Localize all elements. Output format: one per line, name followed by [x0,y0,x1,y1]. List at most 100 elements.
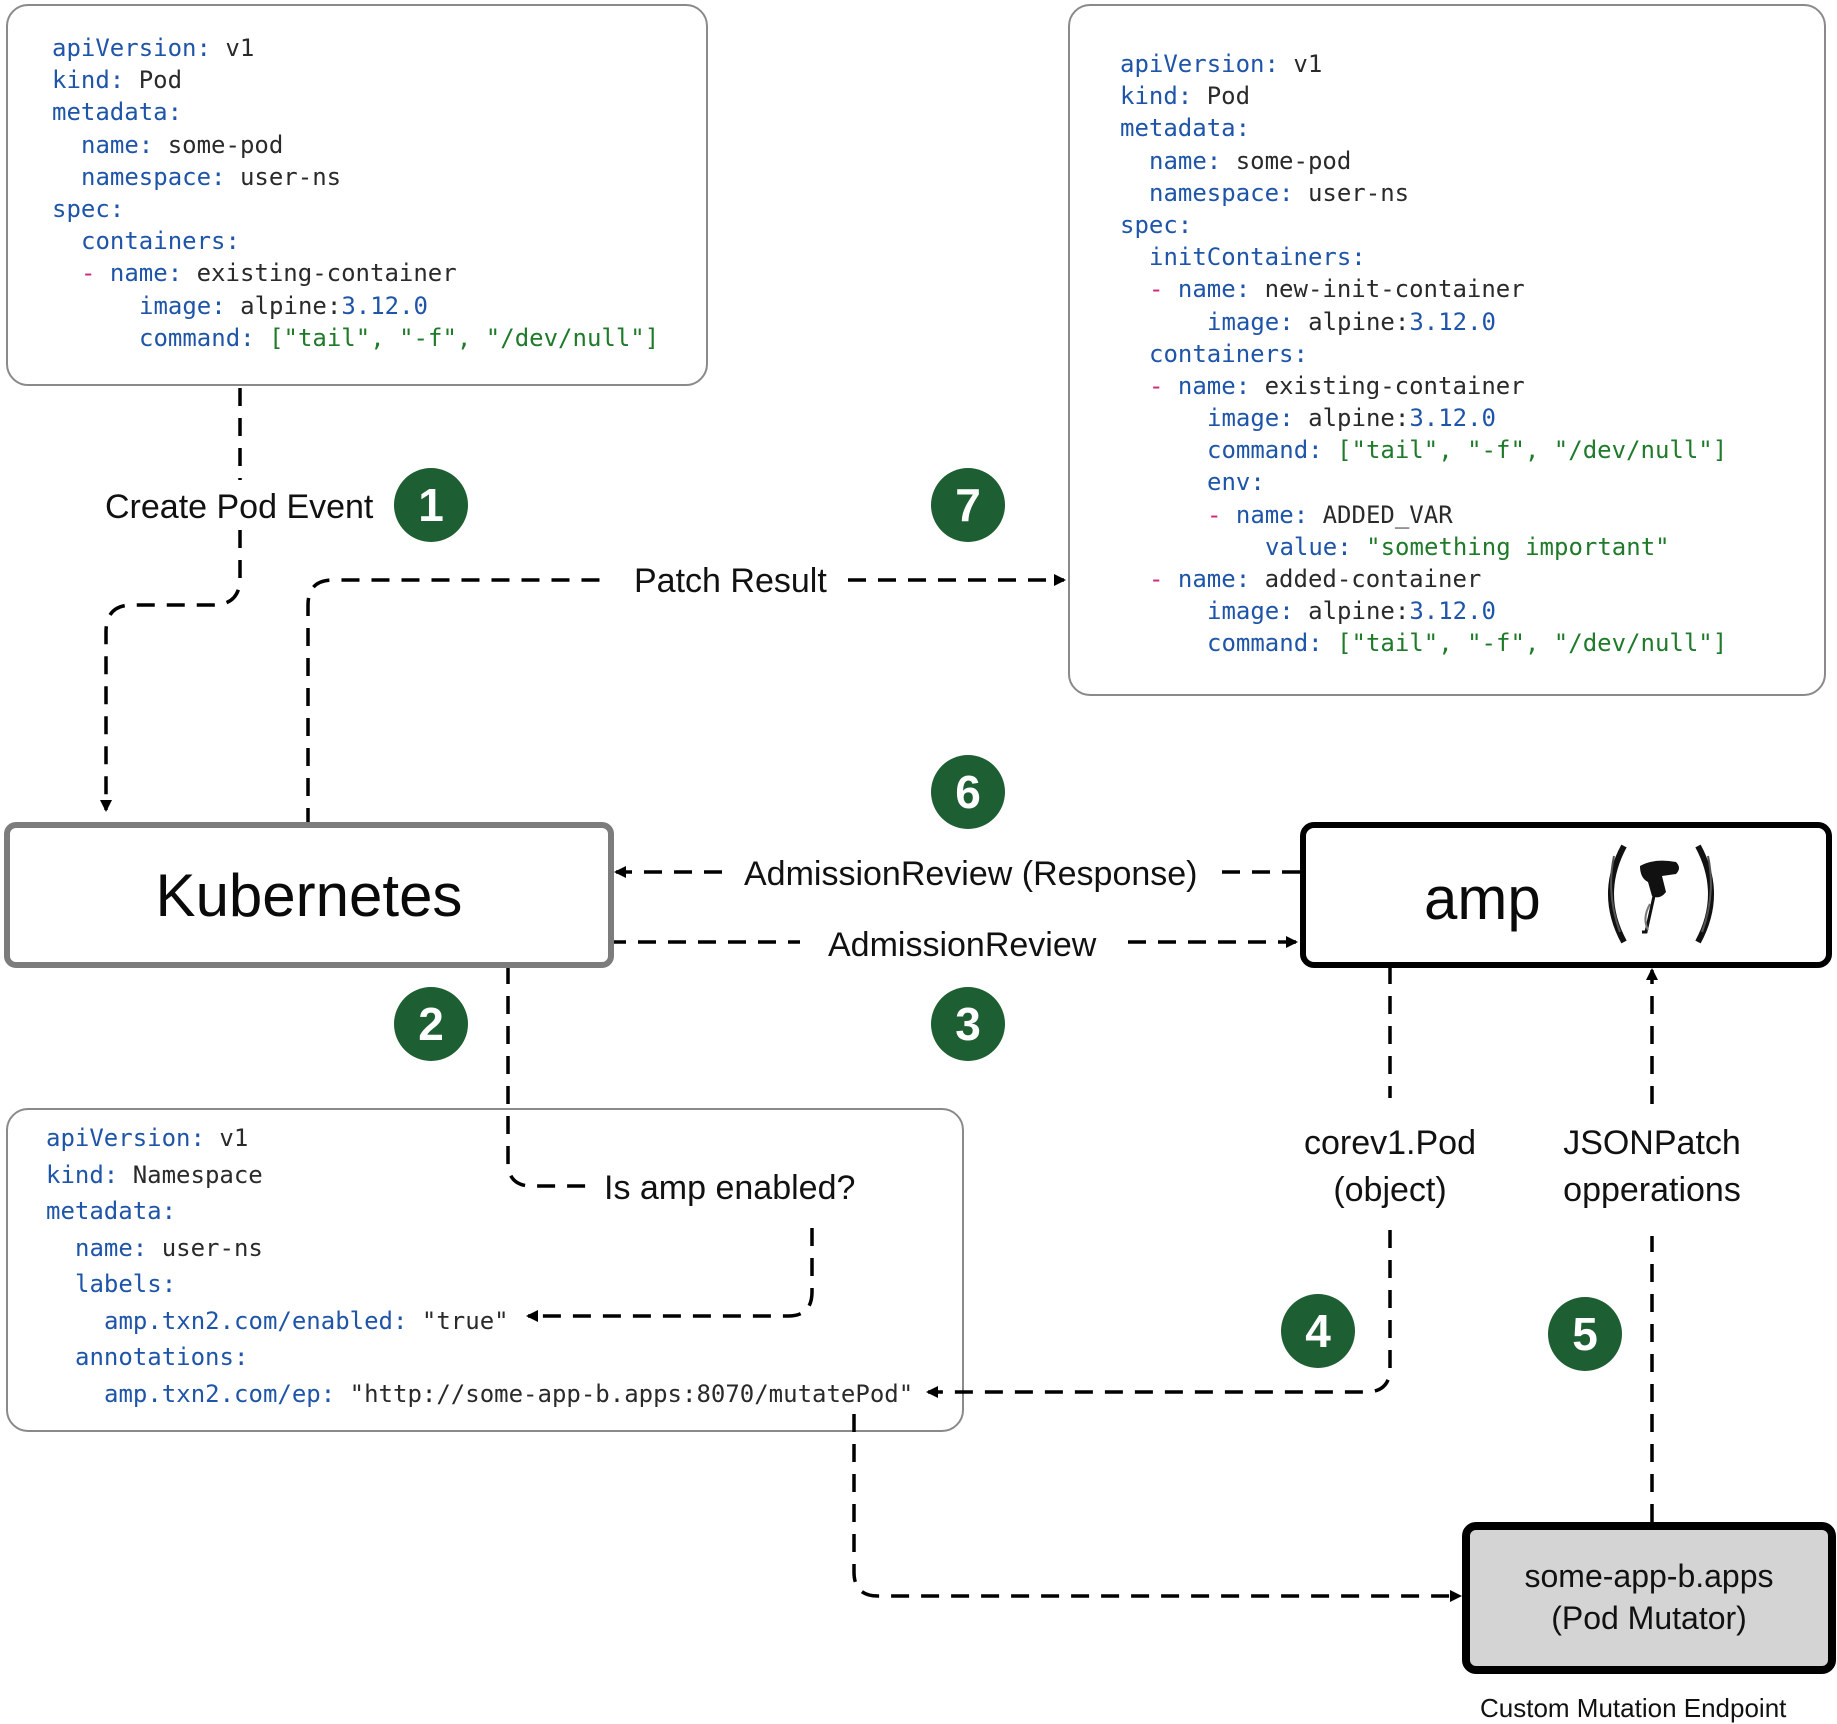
yaml-value: ["tail", "-f", "/dev/null"] [1337,436,1728,465]
admission-review-label: AdmissionReview [828,926,1097,964]
pod-object-label-line1: corev1.Pod [1304,1124,1476,1162]
patch-result-label: Patch Result [634,562,827,600]
yaml-key: apiVersion [52,34,197,62]
yaml-line: kind: Pod [52,66,183,95]
yaml-value: alpine: [1308,404,1410,433]
yaml-line: image: alpine:3.12.0 [1207,404,1497,433]
yaml-line: apiVersion: v1 [1120,50,1323,78]
yaml-key: annotations [75,1343,234,1371]
yaml-line: value: "something important" [1265,532,1670,561]
yaml-key: amp.txn2.com/ep [104,1379,321,1408]
yaml-key: env [1207,468,1251,497]
amp-logo-icon [1608,844,1714,944]
patched-pod-yaml-card [1068,4,1826,696]
yaml-key: name [1177,565,1236,593]
yaml-line: image: alpine:3.12.0 [139,291,429,320]
yaml-key: image [1207,404,1280,433]
yaml-value: Pod [138,66,183,95]
jsonpatch-label-line2: opperations [1563,1171,1741,1209]
label-check-arrow [526,1228,814,1322]
amp-node: amp [1300,822,1832,968]
yaml-value: ["tail", "-f", "/dev/null"] [269,323,660,352]
yaml-line: command: ["tail", "-f", "/dev/null"] [1207,629,1728,658]
yaml-line: - name: added-container [1149,565,1482,593]
yaml-key: command [139,323,241,352]
yaml-key: metadata [46,1197,162,1225]
yaml-line: command: ["tail", "-f", "/dev/null"] [1207,436,1728,465]
yaml-value: existing-container [196,259,457,288]
yaml-line: initContainers: [1149,243,1381,272]
yaml-line: image: alpine:3.12.0 [1207,597,1497,626]
yaml-value: v1 [225,34,255,62]
pod-object-label-line2: (object) [1333,1171,1447,1209]
yaml-value: ["tail", "-f", "/dev/null"] [1337,629,1728,658]
yaml-line: spec: [52,194,139,223]
original-pod-yaml-card [6,4,708,386]
yaml-line: env: [1207,468,1280,497]
yaml-list-dash: - [1207,500,1236,529]
yaml-value: user-ns [239,162,342,191]
yaml-line: - name: existing-container [1149,371,1525,400]
yaml-number: 3.12.0 [341,291,429,320]
admission-response-label: AdmissionReview (Response) [744,855,1198,893]
yaml-value: existing-container [1264,371,1525,400]
yaml-line: namespace: user-ns [1149,178,1410,207]
yaml-key: image [1207,307,1280,336]
yaml-line: containers: [81,227,255,256]
yaml-line: - name: ADDED_VAR [1207,500,1453,529]
yaml-key: metadata [52,98,168,127]
yaml-value: v1 [219,1124,249,1152]
yaml-key: spec [52,194,110,223]
yaml-key: name [81,130,139,159]
yaml-key: image [1207,597,1280,626]
pod-object-arrow [928,966,1392,1392]
pod-mutator-node: some-app-b.apps (Pod Mutator) [1462,1522,1836,1674]
yaml-line: amp.txn2.com/enabled: "true" [104,1306,509,1335]
yaml-line: command: ["tail", "-f", "/dev/null"] [139,323,660,352]
step-badge-5: 5 [1548,1297,1622,1371]
yaml-value: alpine: [1308,307,1410,336]
yaml-line: namespace: user-ns [81,162,342,191]
yaml-value: user-ns [1307,178,1410,207]
yaml-key: namespace [81,162,212,191]
yaml-key: amp.txn2.com/enabled [104,1306,393,1335]
yaml-number: 3.12.0 [1409,307,1497,336]
yaml-key: image [139,291,212,320]
step-badge-7: 7 [931,468,1005,542]
yaml-value: Namespace [132,1160,263,1189]
yaml-key: name [1177,371,1236,400]
yaml-line: name: some-pod [81,130,284,159]
yaml-line: - name: existing-container [81,259,457,288]
yaml-key: name [1149,146,1207,175]
yaml-key: metadata [1120,114,1236,143]
yaml-value: ADDED_VAR [1322,500,1453,529]
create-pod-event-label: Create Pod Event [105,488,374,526]
yaml-key: kind [1120,82,1178,111]
yaml-line: apiVersion: v1 [46,1124,249,1152]
yaml-line: metadata: [46,1197,191,1225]
yaml-line: labels: [75,1270,191,1298]
yaml-line: metadata: [52,98,197,127]
yaml-key: spec [1120,210,1178,239]
yaml-line: name: some-pod [1149,146,1352,175]
mutator-host-label: some-app-b.apps [1524,1558,1774,1595]
custom-mutation-endpoint-caption: Custom Mutation Endpoint [1480,1693,1787,1723]
yaml-key: labels [75,1270,162,1298]
yaml-key: value [1265,532,1338,561]
yaml-line: amp.txn2.com/ep: "http://some-app-b.apps… [104,1379,914,1408]
yaml-line: annotations: [75,1343,263,1371]
endpoint-to-mutator-arrow [852,1414,1462,1602]
mutator-role-label: (Pod Mutator) [1551,1600,1747,1636]
jsonpatch-label-line1: JSONPatch [1563,1124,1741,1162]
yaml-key: containers [1149,339,1294,368]
yaml-key: name [1177,275,1236,304]
step-badge-3: 3 [931,987,1005,1061]
yaml-list-dash: - [81,259,110,288]
yaml-line: name: user-ns [75,1233,263,1262]
yaml-key: apiVersion [1120,50,1265,78]
